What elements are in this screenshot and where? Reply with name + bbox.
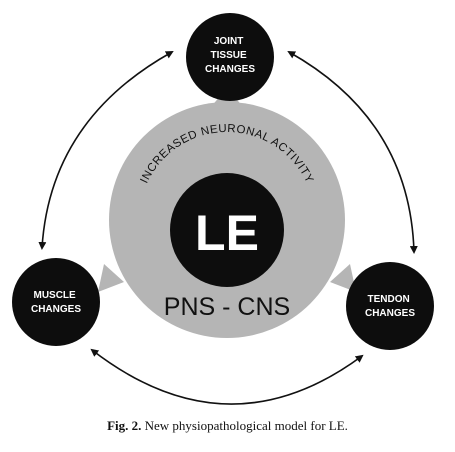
arrow-top-right [287, 51, 418, 254]
le-label: LE [195, 205, 259, 261]
node-top-line-3: CHANGES [205, 64, 255, 75]
pns-cns-label: PNS - CNS [164, 293, 290, 321]
node-top-line-2: TISSUE [211, 50, 247, 61]
node-left-line-2: CHANGES [31, 304, 81, 315]
node-left-line-1: MUSCLE [33, 290, 76, 301]
node-top-line-1: JOINT [214, 36, 243, 47]
diagram: INCREASED NEURONAL ACTIVITY LE PNS - CNS… [12, 13, 434, 405]
arrow-top-left [38, 51, 174, 250]
arrow-left-right [90, 348, 364, 405]
node-right-line-1: TENDON [367, 294, 409, 305]
le-center-circle [170, 173, 284, 287]
outward-arrow-icon-right [330, 264, 356, 292]
tendon-changes-node [346, 262, 434, 350]
svg-text:JOINT TISSUE CHANGES: JOINT TISSUE CHANGES [205, 36, 255, 75]
svg-text:TENDON CHANGES: TENDON CHANGES [365, 294, 415, 319]
caption-text: New physiopathological model for LE. [144, 418, 348, 433]
svg-text:MUSCLE CHANGES: MUSCLE CHANGES [31, 290, 81, 315]
node-right-line-2: CHANGES [365, 308, 415, 319]
outward-arrow-icon-left [98, 264, 124, 292]
figure-caption: Fig. 2. New physiopathological model for… [0, 418, 455, 434]
joint-tissue-changes-node [186, 13, 274, 101]
muscle-changes-node [12, 258, 100, 346]
caption-label: Fig. 2. [107, 418, 142, 433]
